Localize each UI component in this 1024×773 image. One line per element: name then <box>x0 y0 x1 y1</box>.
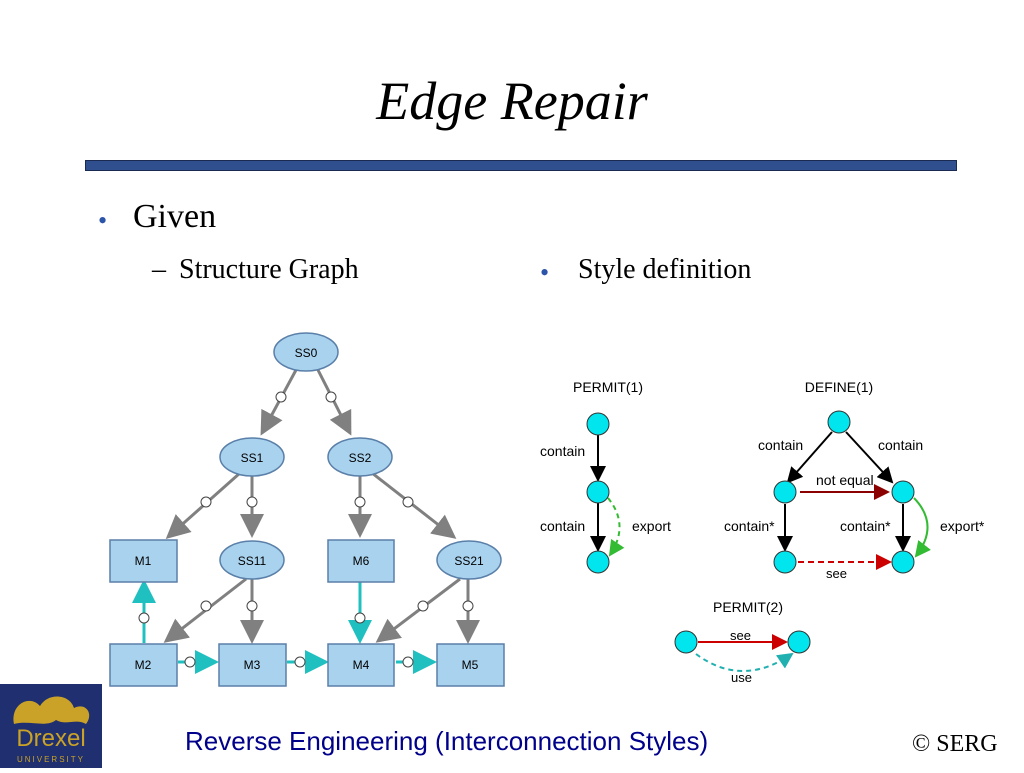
permit2-see: see <box>730 628 751 643</box>
footer-copyright: © SERG <box>912 731 998 757</box>
node-ss2-label: SS2 <box>349 451 372 465</box>
node-m2 <box>109 643 178 687</box>
node-m5-label: M5 <box>462 658 479 672</box>
node-m2-label: M2 <box>135 658 152 672</box>
node-m3-label: M3 <box>244 658 261 672</box>
permit2-use: use <box>731 670 752 685</box>
bullet-dot-given: • <box>98 206 108 235</box>
define1-title: DEFINE(1) <box>805 379 873 395</box>
permit1-node-mid <box>586 480 610 504</box>
permit1-export: export <box>632 518 671 534</box>
dragon-icon: Drexel UNIVERSITY <box>13 696 90 764</box>
define1-contain-left: contain <box>758 437 803 453</box>
node-m6 <box>327 539 395 583</box>
bullet-given: Given <box>133 198 217 235</box>
sub-bullet-structure-graph: Structure Graph <box>179 254 359 285</box>
style-definition: PERMIT(1) contain contain export DEFINE(… <box>540 379 985 685</box>
logo-wordmark: Drexel <box>16 725 85 752</box>
node-ss21-label: SS21 <box>454 554 484 568</box>
permit2-node-right <box>787 630 811 654</box>
node-ss0-label: SS0 <box>295 346 318 360</box>
node-m5 <box>436 643 505 687</box>
node-m3 <box>218 643 287 687</box>
drexel-logo: Drexel UNIVERSITY <box>0 684 102 768</box>
title-divider <box>85 160 957 171</box>
permit2-title: PERMIT(2) <box>713 599 783 615</box>
node-m1-label: M1 <box>135 554 152 568</box>
permit1-title: PERMIT(1) <box>573 379 643 395</box>
permit1-node-top <box>586 412 610 436</box>
define1-node-mid-left <box>773 480 797 504</box>
permit1-contain-bottom: contain <box>540 518 585 534</box>
node-m6-label: M6 <box>353 554 370 568</box>
define1-contain-star-right: contain* <box>840 518 891 534</box>
define1-node-bottom-left <box>773 550 797 574</box>
node-m4 <box>327 643 395 687</box>
sub-bullet-style-definition: Style definition <box>578 254 752 285</box>
node-ss1 <box>219 437 285 477</box>
define1-contain-star-left: contain* <box>724 518 775 534</box>
define1-not-equal: not equal <box>816 472 874 488</box>
define1-export-star: export* <box>940 518 985 534</box>
node-ss11 <box>219 540 285 580</box>
node-ss0 <box>273 332 339 372</box>
node-ss1-label: SS1 <box>241 451 264 465</box>
permit1-contain-top: contain <box>540 443 585 459</box>
node-ss21 <box>436 540 502 580</box>
permit2-node-left <box>674 630 698 654</box>
logo-subtitle: UNIVERSITY <box>17 755 85 764</box>
define1-node-mid-right <box>891 480 915 504</box>
define1-node-bottom-right <box>891 550 915 574</box>
node-ss2 <box>327 437 393 477</box>
node-m1 <box>109 539 178 583</box>
footer-title: Reverse Engineering (Interconnection Sty… <box>185 726 709 756</box>
define1-see: see <box>826 566 847 581</box>
node-ss11-label: SS11 <box>238 554 267 568</box>
bullet-dot-style: • <box>540 258 550 287</box>
permit1-node-bottom <box>586 550 610 574</box>
define1-contain-right: contain <box>878 437 923 453</box>
node-m4-label: M4 <box>353 658 370 672</box>
define1-node-top <box>827 410 851 434</box>
sub-bullet-dash: – <box>152 254 166 285</box>
structure-graph: SS0 SS1 SS2 SS11 SS21 M1 M6 M2 M3 M4 M5 <box>109 332 505 687</box>
slide-title: Edge Repair <box>376 71 648 131</box>
